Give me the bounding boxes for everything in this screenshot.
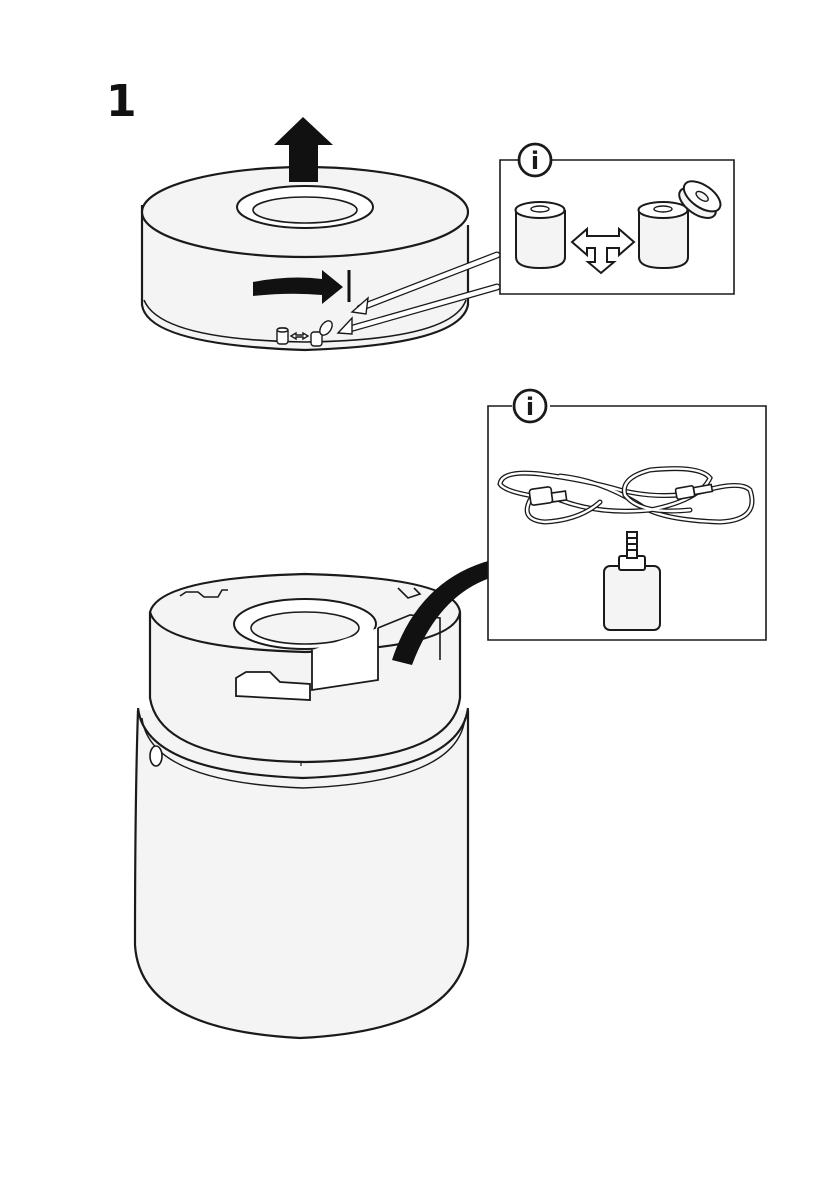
- socket-closed: [516, 202, 566, 268]
- info-icon: i: [531, 147, 539, 175]
- info-box-bottom: [488, 406, 766, 640]
- info-badge-top: i: [519, 144, 551, 176]
- shade-disc: [142, 167, 468, 350]
- socket-open: [639, 202, 689, 268]
- info-badge-bottom: i: [514, 390, 546, 422]
- info-icon: i: [526, 393, 534, 421]
- inner-housing: [150, 574, 460, 762]
